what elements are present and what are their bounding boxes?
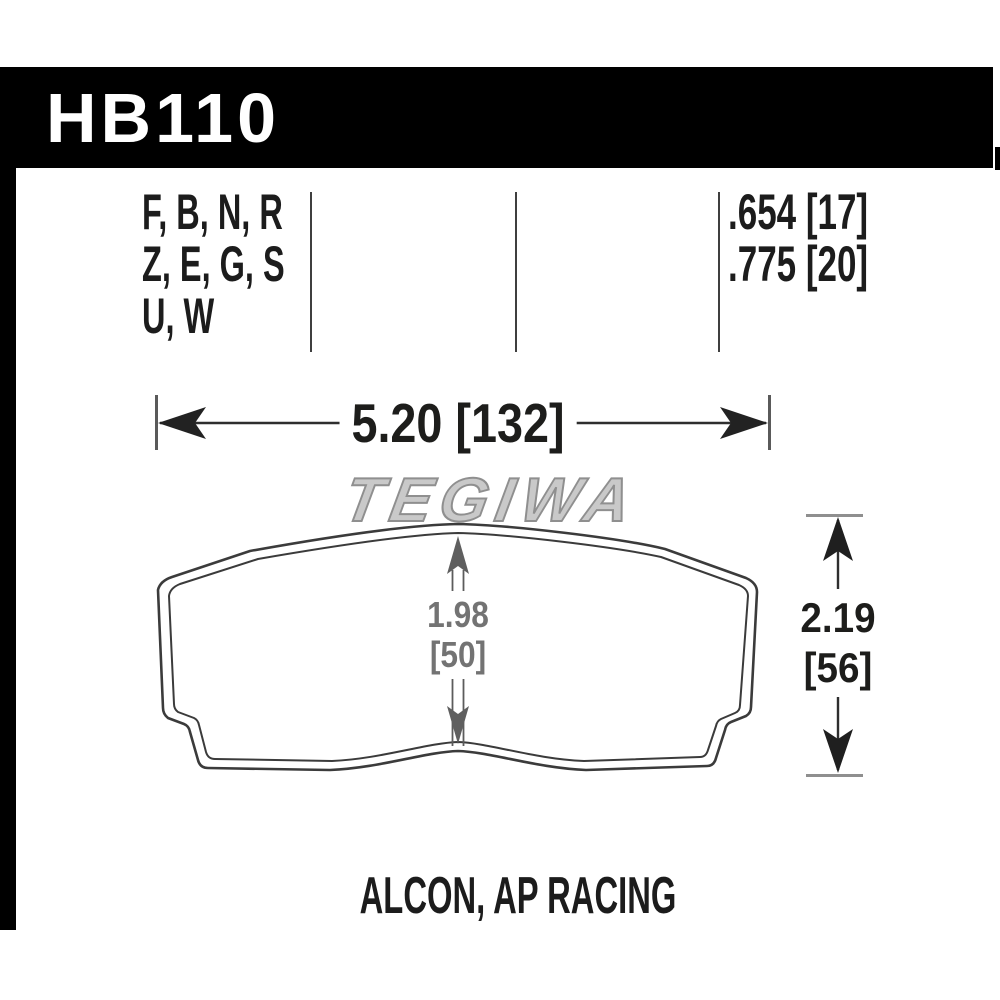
arrowhead-up-icon bbox=[447, 536, 469, 574]
thickness-value-line: .775 [20] bbox=[728, 236, 869, 292]
tegiwa-watermark: TEGIWA bbox=[338, 465, 645, 536]
thickness-value-line: .654 [17] bbox=[728, 184, 869, 240]
width-dimension-label: 5.20 [132] bbox=[339, 393, 577, 454]
dimension-tick-right bbox=[768, 395, 771, 450]
column-divider bbox=[310, 192, 312, 352]
arrowhead-left-icon bbox=[158, 407, 206, 439]
pad-height-millimeters: [50] bbox=[429, 634, 487, 675]
left-frame-bar bbox=[0, 67, 16, 930]
column-divider bbox=[515, 192, 517, 352]
pad-height-inches: 1.98 bbox=[427, 594, 489, 635]
pad-height-dimension-label: 1.98 [50] bbox=[410, 591, 506, 679]
thickness-values-list: .654 [17] .775 [20] bbox=[728, 186, 868, 290]
caption-label: ALCON, AP RACING bbox=[359, 867, 677, 925]
arrowhead-right-icon bbox=[720, 407, 768, 439]
part-number-label: HB110 bbox=[46, 78, 281, 157]
right-frame-sliver bbox=[995, 147, 1000, 170]
dimension-tick-top bbox=[806, 514, 863, 517]
arrowhead-down-icon bbox=[447, 706, 469, 744]
arrowhead-down-icon bbox=[823, 729, 853, 773]
compound-codes-list: F, B, N, R Z, E, G, S U, W bbox=[142, 186, 285, 342]
dimension-tick-left bbox=[155, 395, 158, 450]
column-divider bbox=[718, 192, 720, 352]
overall-height-millimeters: [56] bbox=[803, 644, 873, 691]
dimension-tick-bottom bbox=[806, 774, 863, 777]
arrowhead-up-icon bbox=[823, 517, 853, 561]
compound-codes-line: U, W bbox=[142, 288, 215, 344]
compound-codes-line: Z, E, G, S bbox=[142, 236, 285, 292]
overall-height-inches: 2.19 bbox=[800, 594, 876, 641]
part-number-banner: HB110 bbox=[0, 67, 993, 168]
compound-codes-line: F, B, N, R bbox=[142, 184, 283, 240]
overall-height-dimension-label: 2.19 [56] bbox=[789, 589, 887, 697]
